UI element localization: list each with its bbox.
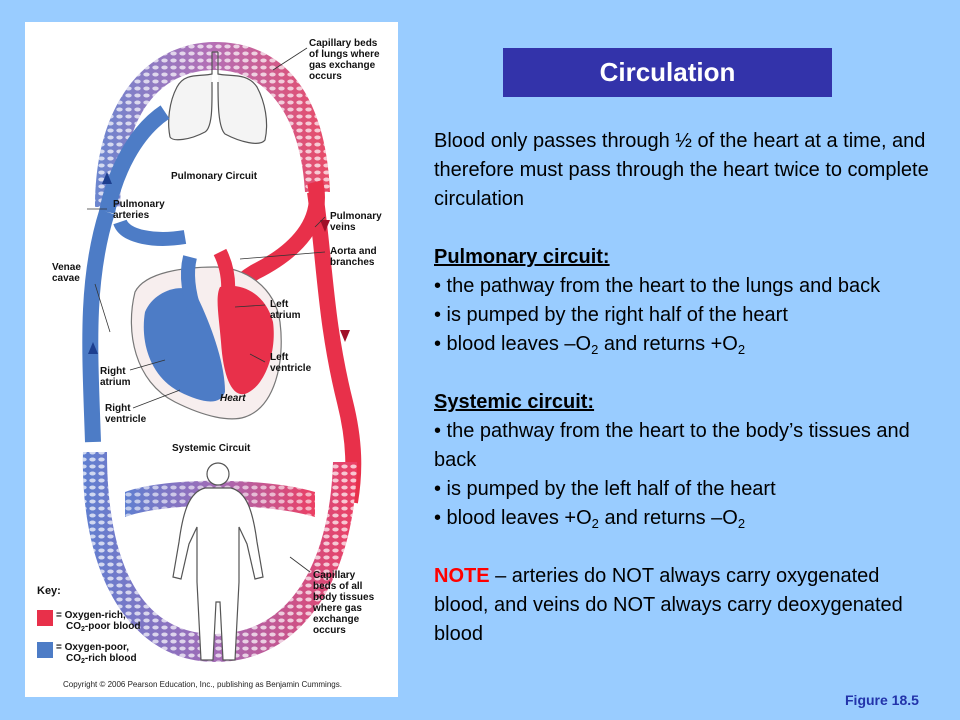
pulmonary-artery-branch: [113, 218, 187, 246]
key-title: Key:: [37, 585, 61, 597]
copyright-notice: Copyright © 2006 Pearson Education, Inc.…: [63, 680, 342, 689]
human-body-icon: [172, 462, 264, 661]
label-pulmonary-circuit: Pulmonary Circuit: [171, 171, 258, 182]
slide-title: Circulation: [503, 48, 832, 97]
label-aorta: Aorta and branches: [330, 246, 377, 268]
aorta-vessel: [307, 190, 362, 504]
key-swatch-oxygen-rich: [37, 610, 53, 626]
heart-icon: [130, 248, 282, 420]
label-pulmonary-arteries: Pulmonary arteries: [113, 199, 165, 221]
figure-label: Figure 18.5: [845, 692, 919, 708]
key-oxygen-rich-label: = Oxygen-rich, CO2-poor blood: [56, 610, 141, 633]
circulation-diagram: Capillary beds of lungs where gas exchan…: [25, 22, 398, 697]
systemic-bullet-3: • blood leaves +O2 and returns –O2: [434, 507, 746, 531]
pulmonary-artery-vessel: [99, 105, 170, 214]
note-paragraph: NOTE – arteries do NOT always carry oxyg…: [434, 565, 903, 645]
label-systemic-circuit: Systemic Circuit: [172, 443, 251, 454]
label-left-atrium: Left atrium: [270, 299, 301, 321]
systemic-heading: Systemic circuit:: [434, 391, 595, 413]
label-left-ventricle: Left ventricle: [270, 352, 312, 374]
label-heart: Heart: [220, 393, 246, 404]
systemic-bullet-2: • is pumped by the left half of the hear…: [434, 478, 776, 500]
circulation-diagram-art: [37, 42, 362, 662]
label-venae-cavae: Venae cavae: [52, 262, 81, 284]
key-oxygen-poor-label: = Oxygen-poor, CO2-rich blood: [56, 642, 137, 665]
label-capillary-lungs: Capillary beds of lungs where gas exchan…: [309, 38, 380, 82]
intro-paragraph: Blood only passes through ½ of the heart…: [434, 130, 929, 210]
flow-arrows: [88, 172, 350, 354]
label-capillary-body: Capillary beds of all body tissues where…: [313, 570, 375, 636]
pulmonary-heading: Pulmonary circuit:: [434, 246, 610, 268]
lung-capillary-bed: [95, 42, 330, 207]
slide-body: Blood only passes through ½ of the heart…: [434, 127, 934, 649]
venae-cavae-vessel: [82, 209, 115, 443]
label-pulmonary-veins: Pulmonary veins: [330, 211, 382, 233]
pulmonary-bullet-1: • the pathway from the heart to the lung…: [434, 275, 881, 297]
lungs-icon: [168, 51, 268, 144]
pulmonary-bullet-2: • is pumped by the right half of the hea…: [434, 304, 788, 326]
pulmonary-bullet-3: • blood leaves –O2 and returns +O2: [434, 333, 746, 357]
systemic-bullet-1: • the pathway from the heart to the body…: [434, 420, 910, 471]
key-swatch-oxygen-poor: [37, 642, 53, 658]
label-right-ventricle: Right ventricle: [105, 403, 147, 425]
leader-lines: [87, 47, 326, 573]
label-right-atrium: Right atrium: [100, 366, 131, 388]
